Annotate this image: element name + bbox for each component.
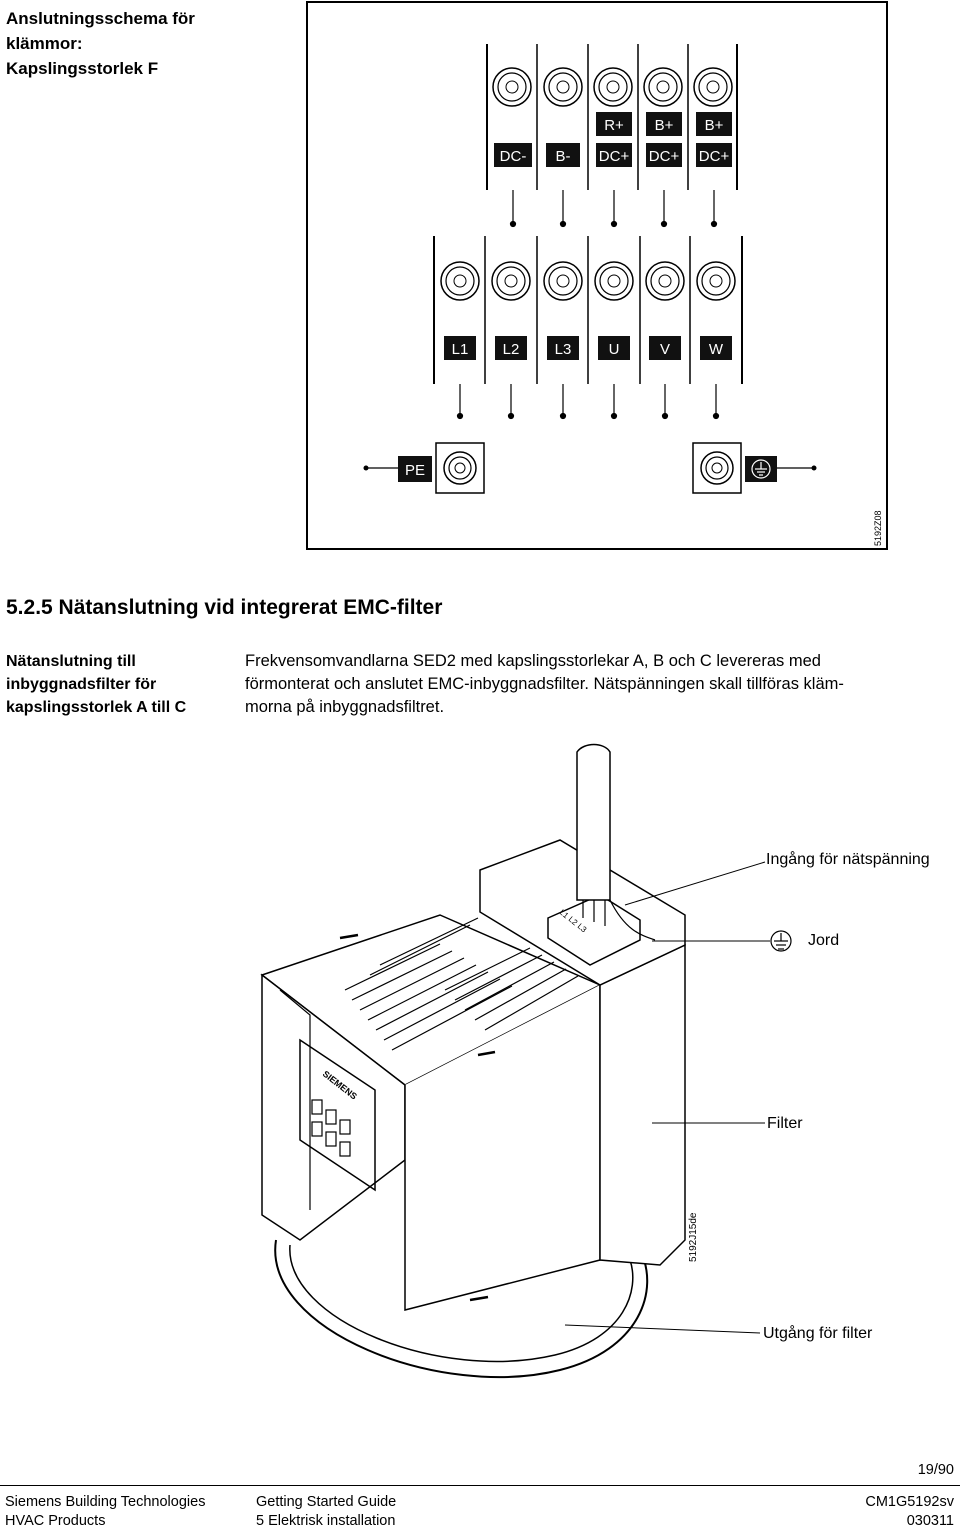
upper-bottom-labels: DC- B- DC+ DC+ DC+ (494, 143, 732, 167)
figure-code: 5192Z08 (873, 510, 883, 546)
upper-terminal-row (486, 44, 738, 190)
footer-divider (0, 1485, 960, 1486)
header-line-3: Kapslingsstorlek F (6, 59, 159, 78)
middle-terminal-row (433, 236, 743, 384)
upper-top-labels: R+ B+ B+ (596, 112, 732, 136)
filter-module (599, 943, 686, 1266)
terminal-label-l2: L2 (503, 341, 520, 358)
footer-company: Siemens Building Technologies (5, 1494, 206, 1510)
body-line-2: förmonterat och anslutet EMC-inbyggnadsf… (245, 675, 844, 693)
base-inner-outline (289, 1244, 634, 1363)
middle-terminal-screws (440, 261, 736, 301)
footer-doc-title: Getting Started Guide (256, 1494, 397, 1510)
page-header: Anslutningsschema för klämmor: Kapslings… (6, 6, 266, 81)
terminal-screw-icon (593, 67, 633, 107)
callout-filter-output: Utgång för filter (763, 1325, 873, 1342)
terminal-screw-icon (543, 67, 583, 107)
terminal-diagram-frame (306, 1, 888, 550)
upper-connection-leads (509, 190, 718, 228)
base-outline (274, 1239, 649, 1378)
callout-ground: Jord (808, 932, 840, 949)
side-label-line-1: Nätanslutning till (6, 653, 136, 670)
terminal-screw-icon (700, 451, 734, 485)
middle-labels: L1 L2 L3 U V W (444, 336, 732, 360)
terminal-screw-icon (491, 261, 531, 301)
terminal-screw-icon (443, 451, 477, 485)
terminal-screw-icon (492, 67, 532, 107)
terminal-label-dc-minus: DC- (500, 148, 527, 165)
footer-chapter: 5 Elektrisk installation (256, 1513, 396, 1529)
footer-doc-date: 030311 (906, 1513, 954, 1529)
section-body: Frekvensomvandlarna SED2 med kapslingsst… (245, 650, 945, 719)
header-line-2: klämmor: (6, 34, 83, 53)
side-label-line-3: kapslingsstorlek A till C (6, 699, 187, 716)
section-side-label: Nätanslutning till inbyggnadsfilter för … (6, 650, 236, 719)
terminal-label-l1: L1 (452, 341, 469, 358)
ground-row: PE (363, 442, 817, 494)
terminal-label-v: V (660, 341, 670, 358)
operator-panel (299, 1038, 376, 1192)
terminal-label-w: W (709, 341, 724, 358)
terminal-label-b-plus: B+ (655, 117, 674, 134)
device-illustration (260, 743, 792, 1378)
header-line-1: Anslutningsschema för (6, 9, 195, 28)
footer-right: CM1G5192sv 030311 (865, 1493, 954, 1531)
footer-center: Getting Started Guide 5 Elektrisk instal… (256, 1493, 396, 1531)
side-label-line-2: inbyggnadsfilter för (6, 676, 157, 693)
terminal-label-dc-plus: DC+ (649, 148, 680, 165)
footer-doc-code: CM1G5192sv (865, 1494, 954, 1510)
body-line-1: Frekvensomvandlarna SED2 med kapslingsst… (245, 652, 821, 670)
terminal-screw-icon (693, 67, 733, 107)
section-title: 5.2.5 Nätanslutning vid integrerat EMC-f… (6, 596, 443, 619)
ground-icon (751, 459, 771, 479)
device-front (261, 973, 406, 1241)
terminal-label-r-plus: R+ (604, 117, 624, 134)
terminal-label-b-minus: B- (556, 148, 571, 165)
terminal-screw-icon (645, 261, 685, 301)
callout-filter: Filter (767, 1115, 803, 1132)
terminal-screw-icon (543, 261, 583, 301)
terminal-label-dc-plus: DC+ (599, 148, 630, 165)
mains-cable (576, 743, 611, 901)
terminal-label-l3: L3 (555, 341, 572, 358)
terminal-screw-icon (440, 261, 480, 301)
body-line-3: morna på inbyggnadsfiltret. (245, 698, 445, 716)
footer-left: Siemens Building Technologies HVAC Produ… (5, 1493, 205, 1531)
terminal-screw-icon (594, 261, 634, 301)
terminal-label-u: U (609, 341, 620, 358)
footer-division: HVAC Products (5, 1513, 106, 1529)
upper-row-dividers (536, 44, 689, 190)
pe-label: PE (405, 462, 425, 479)
terminal-screw-icon (643, 67, 683, 107)
terminal-label-b-plus: B+ (705, 117, 724, 134)
ground-icon (770, 930, 792, 952)
callout-mains-input: Ingång för nätspänning (766, 851, 930, 868)
middle-connection-leads (456, 384, 720, 420)
cooling-slots (344, 917, 579, 1051)
page-number: 19/90 (917, 1462, 954, 1478)
terminal-label-dc-plus: DC+ (699, 148, 730, 165)
upper-terminal-screws (492, 67, 733, 107)
keypad-icon (311, 1099, 351, 1157)
terminal-screw-icon (696, 261, 736, 301)
figure-code: 5192J15de (688, 1212, 699, 1263)
upper-row-bracket (486, 44, 738, 190)
